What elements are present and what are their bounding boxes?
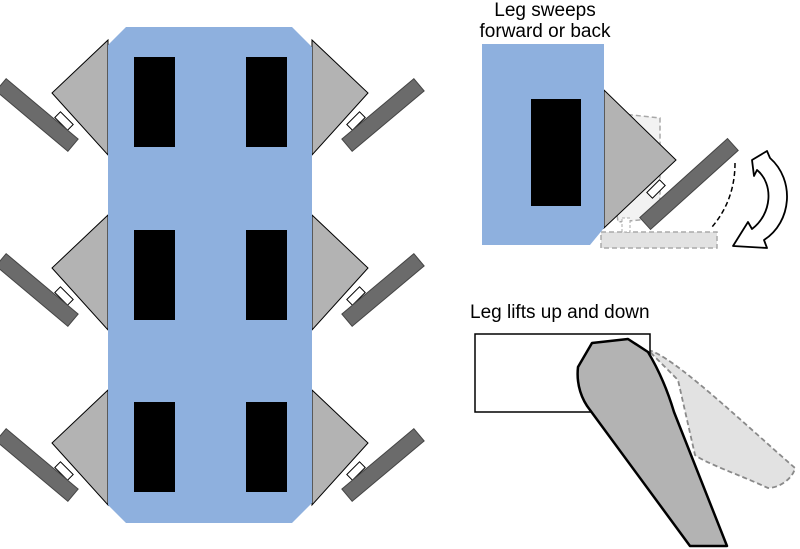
motor-front-right: [246, 57, 287, 147]
leg-middle-right: [311, 214, 425, 331]
sweep-curved-arrow: [732, 150, 788, 249]
lift-leg: [576, 337, 729, 548]
leg-middle-left: [0, 214, 109, 331]
leg-rear-right: [311, 389, 425, 506]
lift-detail: [474, 333, 796, 548]
motor-middle-left: [134, 230, 175, 320]
sweep-swing-path: [711, 162, 736, 228]
motor-front-left: [134, 57, 175, 147]
sweep-detail: [482, 44, 788, 249]
robot-body: [108, 27, 312, 523]
caption-leg-sweeps-line2: forward or back: [479, 21, 611, 42]
caption-leg-sweeps: Leg sweeps forward or back: [440, 0, 650, 42]
sweep-leg: [639, 137, 739, 231]
sweep-motor: [531, 99, 581, 206]
leg-front-left: [0, 39, 109, 156]
hexapod-top-view: [0, 27, 425, 523]
motor-rear-right: [246, 402, 287, 492]
leg-front-right: [311, 39, 425, 156]
caption-leg-sweeps-line1: Leg sweeps: [494, 0, 596, 21]
motor-rear-left: [134, 402, 175, 492]
ghost-leg: [600, 231, 718, 249]
sweep-connector: [646, 179, 666, 199]
ghost-connector: [621, 217, 631, 233]
caption-leg-lifts: Leg lifts up and down: [470, 302, 650, 323]
ghost-raised-leg: [645, 348, 796, 489]
motor-middle-right: [246, 230, 287, 320]
leg-rear-left: [0, 389, 109, 506]
